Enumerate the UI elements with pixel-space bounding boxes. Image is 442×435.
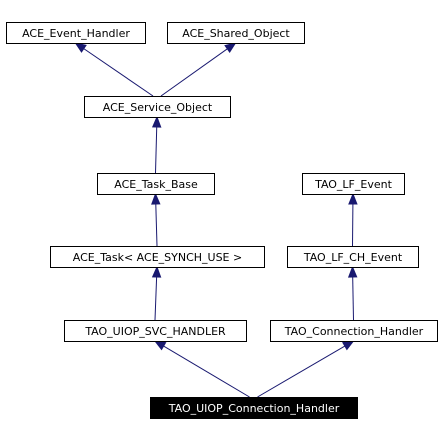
class-box [6,22,146,44]
edge-ace-task-to-ace-task-base [151,192,161,247]
class-node-tao-uiop-connection-handler[interactable]: TAO_UIOP_Connection_Handler [150,397,358,419]
class-label: ACE_Shared_Object [182,27,290,40]
edge-line [257,345,346,398]
class-box [167,22,305,44]
edge-line [155,203,158,247]
edge-line [160,48,228,97]
class-node-ace-shared-object[interactable]: ACE_Shared_Object [167,22,305,44]
class-box [97,173,215,195]
class-node-tao-lf-event[interactable]: TAO_LF_Event [302,173,405,195]
class-label: TAO_LF_CH_Event [303,251,403,264]
class-label: ACE_Task_Base [114,178,198,191]
inheritance-arrow-icon [348,192,358,205]
inheritance-arrow-icon [151,192,161,205]
class-node-ace-task[interactable]: ACE_Task< ACE_SYNCH_USE > [50,246,265,268]
class-node-tao-uiop-svc-handler[interactable]: TAO_UIOP_SVC_HANDLER [64,320,247,342]
class-label: ACE_Task< ACE_SYNCH_USE > [73,251,242,264]
class-node-ace-service-object[interactable]: ACE_Service_Object [84,96,231,118]
class-box [287,246,419,268]
edge-tao-connection-handler-to-tao-lf-ch-event [347,265,358,321]
inheritance-arrow-icon [153,340,167,351]
edge-line [155,126,158,174]
class-box [270,320,438,342]
edge-ace-task-base-to-ace-service-object [151,115,162,174]
nodes-layer: ACE_Event_Handler ACE_Shared_ObjectACE_Se… [6,22,438,419]
inheritance-arrow-icon [342,340,355,351]
edge-line [83,48,154,97]
class-label: TAO_UIOP_SVC_HANDLER [84,325,226,338]
class-node-ace-event-handler[interactable]: ACE_Event_Handler [6,22,146,44]
class-box [84,96,231,118]
class-label: TAO_LF_Event [314,178,393,191]
edge-ace-service-object-to-ace-shared-object [160,42,237,97]
edge-tao-lf-ch-event-to-tao-lf-event [348,192,358,247]
inheritance-arrow-icon [74,42,87,53]
edges-layer [74,42,358,398]
class-node-tao-lf-ch-event[interactable]: TAO_LF_CH_Event [287,246,419,268]
class-label: TAO_Connection_Handler [284,325,424,338]
class-box [150,397,358,419]
inheritance-arrow-icon [347,265,358,278]
class-label: ACE_Service_Object [103,101,213,114]
class-label: TAO_UIOP_Connection_Handler [168,402,340,415]
inheritance-arrow-icon [151,115,162,128]
class-box [302,173,405,195]
edge-line [163,345,250,398]
class-node-ace-task-base[interactable]: ACE_Task_Base [97,173,215,195]
edge-tao-uiop-svc-handler-to-ace-task [151,265,162,321]
edge-line [352,276,354,321]
inheritance-arrow-icon [151,265,162,278]
edge-tao-uiop-connection-handler-to-tao-uiop-svc-handler [153,340,250,398]
class-box [50,246,265,268]
edge-line [154,276,158,321]
edge-tao-uiop-connection-handler-to-tao-connection-handler [257,340,355,398]
class-box [64,320,247,342]
edge-ace-service-object-to-ace-event-handler [74,42,154,97]
class-label: ACE_Event_Handler [22,27,130,40]
class-node-tao-connection-handler[interactable]: TAO_Connection_Handler [270,320,438,342]
inheritance-arrow-icon [224,42,237,53]
